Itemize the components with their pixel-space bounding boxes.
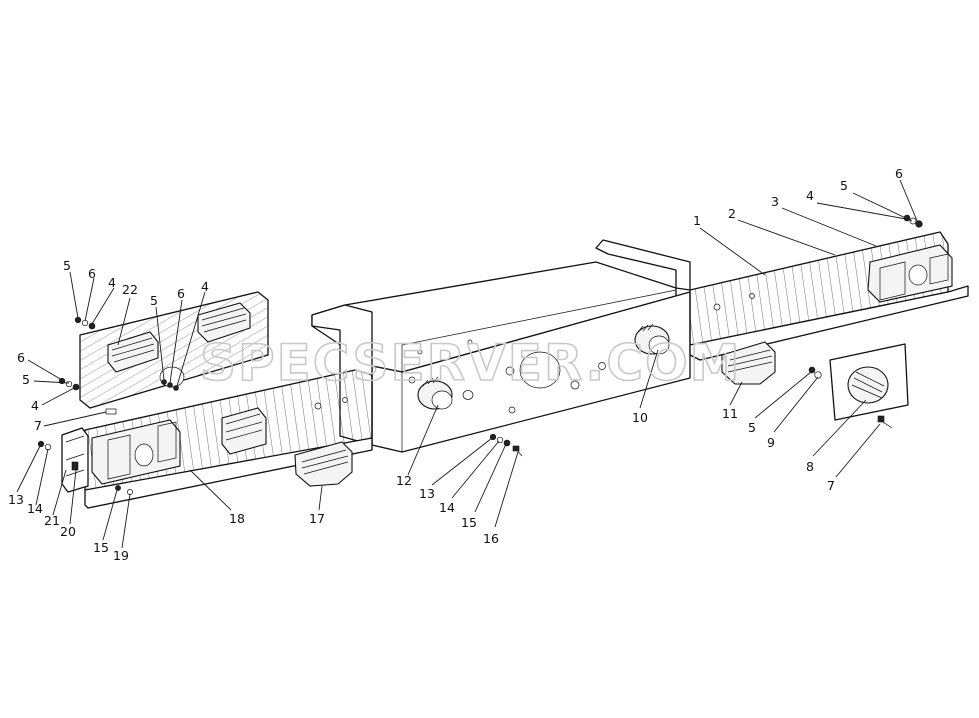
callout-1: 1 (693, 213, 701, 228)
callout-5: 5 (63, 258, 71, 273)
callout-15: 15 (93, 540, 109, 555)
left-mounting-plate (79, 291, 269, 409)
leader-lines (16, 179, 919, 549)
side-marker-lamp-upper (197, 302, 251, 343)
nuts-center (489, 433, 523, 457)
callout-14: 14 (439, 500, 455, 515)
callout-10: 10 (632, 410, 648, 425)
callout-19: 19 (113, 548, 129, 563)
watermark-text: SPECSERVER.COM (200, 334, 741, 392)
callout-5: 5 (748, 420, 756, 435)
callout-5: 5 (150, 293, 158, 308)
callout-2: 2 (728, 206, 736, 221)
callout-20: 20 (60, 524, 76, 539)
callout-6: 6 (177, 286, 185, 301)
callout-14: 14 (27, 501, 43, 516)
reflector-plate-8 (829, 343, 909, 429)
callout-6: 6 (17, 350, 25, 365)
callout-6: 6 (88, 266, 96, 281)
callout-13: 13 (419, 486, 435, 501)
callout-7: 7 (34, 418, 42, 433)
main-bumper-beam (311, 239, 691, 453)
marker-lamp-11 (721, 341, 776, 385)
callout-8: 8 (806, 459, 814, 474)
callout-3: 3 (771, 194, 779, 209)
callout-11: 11 (722, 406, 738, 421)
callout-21: 21 (44, 513, 60, 528)
rear-lamp-left (91, 419, 181, 485)
callout-labels: 1 2 3 4 5 6 5 6 4 22 5 6 4 6 5 4 7 13 14… (8, 166, 903, 563)
right-side-member (689, 231, 969, 361)
callout-15: 15 (461, 515, 477, 530)
callout-4: 4 (201, 279, 209, 294)
callout-17: 17 (309, 511, 325, 526)
fog-lamp-left (417, 376, 453, 410)
license-plate-lamp-17 (294, 441, 353, 487)
bumper-mounting-holes (408, 339, 606, 414)
callout-18: 18 (229, 511, 245, 526)
rear-lamp-right (867, 244, 953, 303)
nuts-right-plate (808, 366, 822, 379)
callout-5: 5 (22, 372, 30, 387)
callout-4: 4 (108, 275, 116, 290)
nuts-left-plate (74, 316, 96, 330)
side-marker-lamp-22 (107, 331, 159, 373)
callout-6: 6 (895, 166, 903, 181)
callout-4: 4 (806, 188, 814, 203)
fog-lamp-right (634, 323, 670, 355)
callout-13: 13 (8, 492, 24, 507)
callout-5: 5 (840, 178, 848, 193)
callout-16: 16 (483, 531, 499, 546)
callout-7: 7 (827, 478, 835, 493)
callout-4: 4 (31, 398, 39, 413)
nuts-top-right (903, 214, 923, 228)
side-lamp-mid (221, 407, 267, 455)
callout-9: 9 (767, 435, 775, 450)
callout-12: 12 (396, 473, 412, 488)
callout-22: 22 (122, 282, 138, 297)
